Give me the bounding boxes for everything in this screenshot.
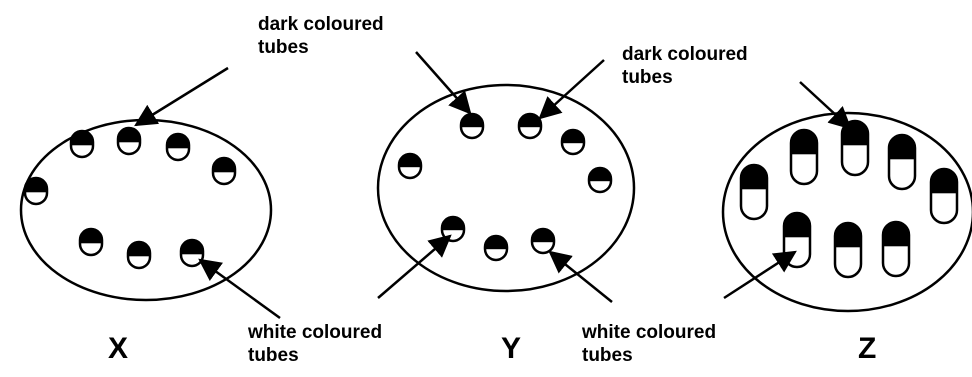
arrow-dark-x: [134, 66, 229, 127]
tube-y-1: [459, 112, 485, 140]
tube-x-5: [23, 176, 49, 206]
label-dark-tubes-1-line1: dark coloured: [258, 14, 384, 35]
tube-y-3: [560, 128, 586, 156]
arrow-white-x: [198, 258, 281, 320]
letter-x: X: [108, 332, 128, 365]
label-white-tubes-2: white coloured tubes: [581, 322, 721, 366]
tube-z-8: [881, 220, 911, 278]
tubes-group-z: [739, 119, 959, 279]
tube-x-8: [179, 238, 205, 268]
label-white-tubes-2-line2: tubes: [582, 345, 633, 366]
tube-x-6: [78, 227, 104, 257]
arrow-dark-y-right: [538, 59, 605, 120]
label-white-tubes-2-line1: white coloured: [581, 322, 716, 343]
tube-x-1: [69, 129, 95, 159]
label-dark-tubes-1-line2: tubes: [258, 37, 309, 58]
tube-z-5: [739, 163, 769, 221]
tubes-group-y: [397, 112, 613, 262]
section-y-outline: [376, 83, 636, 293]
letter-y: Y: [501, 332, 521, 365]
arrow-dark-z: [799, 81, 852, 130]
label-white-tubes-1: white coloured tubes: [247, 322, 387, 366]
tube-y-2: [517, 112, 543, 140]
tube-z-3: [887, 133, 917, 191]
tube-x-4: [211, 156, 237, 186]
tube-z-2: [840, 119, 870, 177]
tube-y-4: [587, 166, 613, 194]
tube-x-2: [116, 126, 142, 156]
label-dark-tubes-1: dark coloured tubes: [258, 14, 389, 58]
tubes-group-x: [23, 126, 237, 270]
tube-z-7: [833, 221, 863, 279]
tube-y-7: [483, 234, 509, 262]
tube-y-8: [530, 227, 556, 255]
tube-z-6: [782, 211, 812, 269]
letter-z: Z: [858, 332, 876, 365]
tube-z-1: [789, 128, 819, 186]
label-white-tubes-1-line2: tubes: [248, 345, 299, 366]
label-dark-tubes-2: dark coloured tubes: [622, 44, 753, 88]
arrow-white-y-left: [377, 234, 452, 299]
label-dark-tubes-2-line2: tubes: [622, 67, 673, 88]
tube-z-4: [929, 167, 959, 225]
tube-y-5: [397, 152, 423, 180]
label-dark-tubes-2-line1: dark coloured: [622, 44, 748, 65]
tube-y-6: [440, 215, 466, 243]
arrow-white-y-right: [548, 250, 613, 303]
section-x-outline: [19, 118, 273, 302]
label-white-tubes-1-line1: white coloured: [247, 322, 382, 343]
arrow-white-z: [723, 250, 797, 300]
arrow-dark-y-left: [415, 51, 472, 115]
tube-x-3: [165, 132, 191, 162]
tube-x-7: [126, 240, 152, 270]
